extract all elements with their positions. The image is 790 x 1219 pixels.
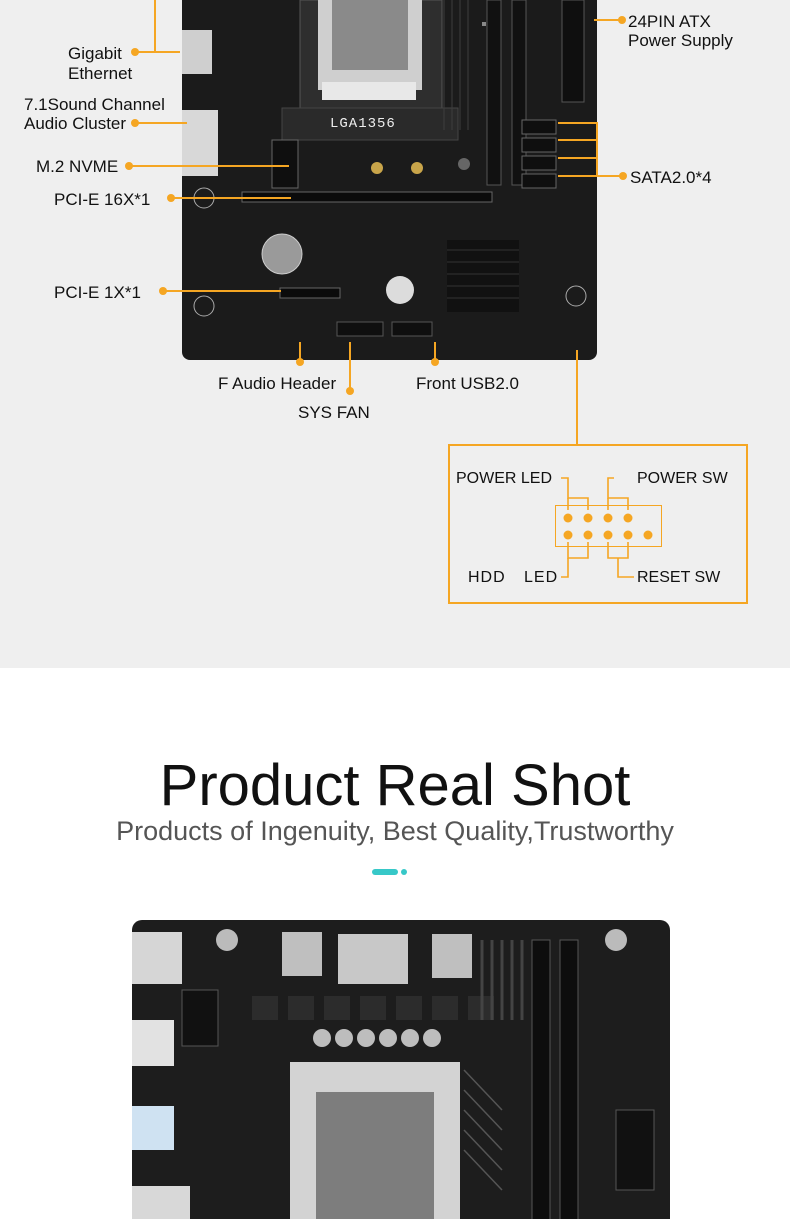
title-accent-bar: [372, 869, 398, 875]
motherboard-photo-drawing: [132, 929, 655, 1219]
front-panel-callout: [448, 444, 748, 604]
label-sound-1: 7.1Sound Channel: [24, 95, 165, 114]
label-hdd: HDD: [468, 569, 506, 586]
label-pcie16: PCI-E 16X*1: [54, 190, 151, 209]
pointer-line: [129, 165, 289, 167]
pointer-line: [163, 290, 281, 292]
pointer-line: [349, 342, 351, 390]
pointer-line: [154, 0, 156, 52]
label-atx-1: 24PIN ATX: [628, 12, 711, 31]
pointer-line: [596, 122, 598, 177]
motherboard-diagram: LGA1356: [182, 0, 597, 360]
label-sys-fan: SYS FAN: [298, 403, 370, 422]
pointer-line: [558, 122, 598, 124]
socket-label: LGA1356: [330, 116, 396, 132]
front-panel-pins: [561, 477, 653, 578]
pointer-dot: [431, 358, 439, 366]
section-title: Product Real Shot: [159, 753, 631, 818]
pointer-dot: [296, 358, 304, 366]
pointer-dot: [346, 387, 354, 395]
pointer-line: [135, 122, 187, 124]
label-front-usb: Front USB2.0: [416, 374, 519, 393]
motherboard-drawing: [182, 0, 587, 337]
label-sata: SATA2.0*4: [630, 168, 712, 187]
pointer-line: [434, 342, 436, 360]
pointer-line: [594, 19, 620, 21]
label-f-audio: F Audio Header: [218, 374, 337, 393]
label-sound-2: Audio Cluster: [24, 114, 127, 133]
pointer-dot: [618, 16, 626, 24]
label-reset-sw: RESET SW: [637, 569, 721, 586]
label-led: LED: [524, 569, 559, 586]
label-m2: M.2 NVME: [36, 157, 119, 176]
label-power-led: POWER LED: [456, 470, 553, 487]
label-power-sw: POWER SW: [637, 470, 728, 487]
pointer-line: [135, 51, 180, 53]
pointer-line: [576, 350, 578, 445]
motherboard-photo: [132, 920, 670, 1219]
label-pcie1: PCI-E 1X*1: [54, 283, 141, 302]
label-gigabit-ethernet-1: Gigabit: [68, 44, 122, 63]
diagram-section: LGA1356 Gigabit Ethernet 7.1Sound Channe…: [0, 0, 790, 668]
pointer-line: [558, 157, 598, 159]
section-subtitle: Products of Ingenuity, Best Quality,Trus…: [116, 816, 674, 846]
pointer-dot: [619, 172, 627, 180]
pointer-line: [558, 139, 598, 141]
label-gigabit-ethernet-2: Ethernet: [68, 64, 133, 83]
pointer-line: [171, 197, 291, 199]
title-accent-dot: [401, 869, 407, 875]
pointer-line: [558, 175, 620, 177]
label-atx-2: Power Supply: [628, 31, 733, 50]
pointer-line: [299, 342, 301, 360]
